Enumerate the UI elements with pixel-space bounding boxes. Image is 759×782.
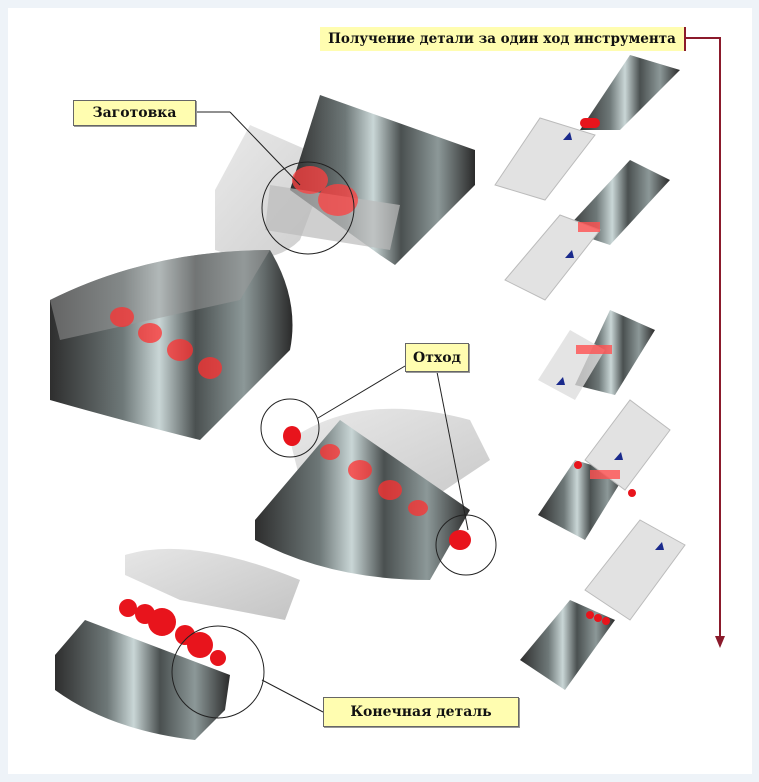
label-blank: Заготовка: [73, 100, 196, 126]
flow-arrow: [686, 37, 725, 648]
blank-part: [292, 166, 358, 216]
waste-piece-right: [449, 530, 471, 550]
blank-stage-die: [195, 95, 475, 265]
step-2: [504, 160, 670, 301]
sequence-steps: [494, 55, 686, 690]
step-1: [494, 55, 680, 201]
step-5: [520, 519, 686, 690]
rolling-stage-die: [50, 250, 293, 440]
step-3: [538, 310, 655, 400]
final-stage-die: [55, 548, 324, 740]
shaped-part: [320, 444, 428, 516]
waste-stage-die: [255, 365, 497, 580]
waste-piece-left: [283, 426, 301, 446]
label-waste: Отход: [405, 343, 469, 372]
process-title: Получение детали за один ход инструмента: [320, 27, 686, 51]
label-final-part: Конечная деталь: [323, 697, 519, 727]
final-part: [119, 599, 226, 666]
rolled-part: [110, 307, 222, 379]
step-4: [538, 399, 671, 540]
